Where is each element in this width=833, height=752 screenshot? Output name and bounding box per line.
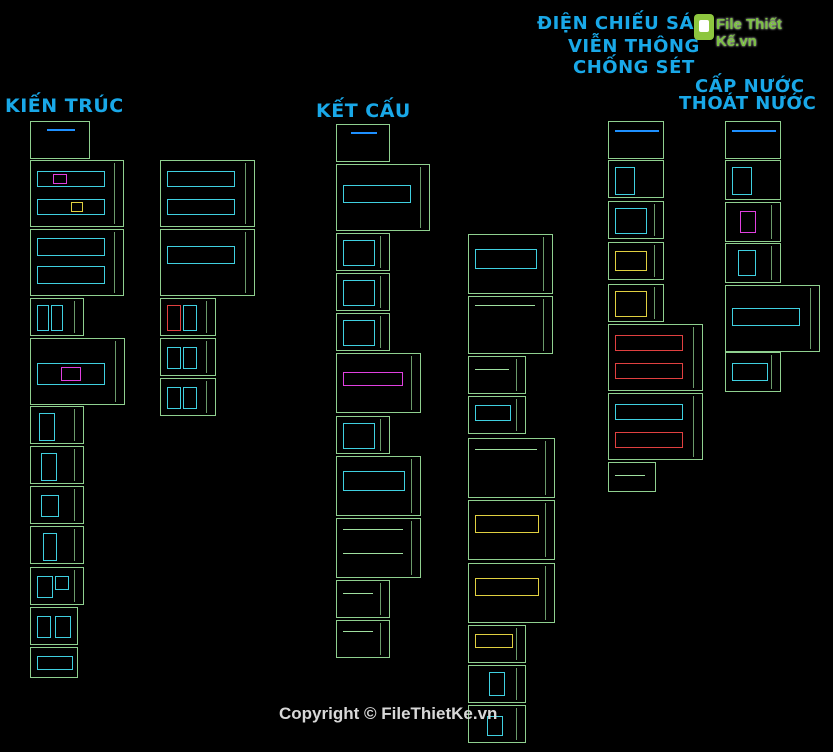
title-dien-line1: ĐIỆN CHIẾU SÁ	[537, 13, 694, 34]
drawing-sheet[interactable]	[608, 462, 656, 492]
drawing-sheet[interactable]	[468, 500, 555, 560]
drawing-sheet-cover[interactable]	[725, 121, 781, 159]
drawing-sheet[interactable]	[725, 285, 820, 352]
drawing-sheet[interactable]	[30, 526, 84, 564]
drawing-sheet[interactable]	[30, 647, 78, 678]
drawing-sheet[interactable]	[30, 446, 84, 484]
drawing-sheet-cover[interactable]	[30, 121, 90, 159]
title-dien-line3: CHỐNG SÉT	[573, 57, 695, 78]
drawing-sheet[interactable]	[608, 160, 664, 198]
drawing-sheet[interactable]	[468, 356, 526, 394]
drawing-sheet[interactable]	[608, 324, 703, 391]
drawing-sheet[interactable]	[608, 242, 664, 280]
drawing-sheet[interactable]	[336, 456, 421, 516]
drawing-sheet[interactable]	[336, 518, 421, 578]
drawing-sheet[interactable]	[336, 353, 421, 413]
drawing-sheet[interactable]	[725, 243, 781, 283]
drawing-sheet[interactable]	[160, 229, 255, 296]
title-nuoc-line1: CẤP NƯỚC	[695, 76, 805, 97]
drawing-sheet[interactable]	[336, 164, 430, 231]
file-icon	[694, 14, 714, 40]
drawing-sheet[interactable]	[468, 563, 555, 623]
drawing-sheet-cover[interactable]	[608, 121, 664, 159]
drawing-sheet[interactable]	[725, 352, 781, 392]
drawing-sheet[interactable]	[30, 486, 84, 524]
drawing-sheet[interactable]	[468, 705, 526, 743]
title-dien-line2: VIỄN THÔNG	[568, 36, 700, 57]
drawing-sheet[interactable]	[468, 625, 526, 663]
drawing-sheet[interactable]	[30, 607, 78, 645]
drawing-sheet[interactable]	[608, 201, 664, 239]
drawing-sheet[interactable]	[725, 202, 781, 242]
drawing-sheet[interactable]	[336, 273, 390, 311]
drawing-sheet[interactable]	[160, 338, 216, 376]
drawing-sheet[interactable]	[30, 567, 84, 605]
title-kien-truc: KIẾN TRÚC	[5, 95, 124, 117]
drawing-sheet[interactable]	[30, 338, 125, 405]
drawing-sheet[interactable]	[725, 160, 781, 200]
drawing-sheet[interactable]	[468, 438, 555, 498]
drawing-sheet[interactable]	[468, 396, 526, 434]
logo-text: File Thiết Kế.vn	[716, 16, 782, 50]
drawing-sheet[interactable]	[160, 298, 216, 336]
drawing-sheet-cover[interactable]	[336, 124, 390, 162]
drawing-sheet[interactable]	[336, 416, 390, 454]
copyright-text: Copyright © FileThietKe.vn	[279, 704, 498, 723]
drawing-sheet[interactable]	[468, 296, 553, 354]
drawing-sheet[interactable]	[30, 406, 84, 444]
drawing-sheet[interactable]	[336, 620, 390, 658]
drawing-sheet[interactable]	[468, 665, 526, 703]
drawing-sheet[interactable]	[336, 580, 390, 618]
drawing-sheet[interactable]	[30, 298, 84, 336]
title-nuoc-line2: THOÁT NƯỚC	[679, 93, 817, 114]
drawing-sheet[interactable]	[30, 160, 124, 227]
drawing-sheet[interactable]	[336, 233, 390, 271]
drawing-sheet[interactable]	[336, 313, 390, 351]
drawing-sheet[interactable]	[160, 378, 216, 416]
title-ket-cau: KẾT CẤU	[316, 100, 411, 122]
drawing-sheet[interactable]	[30, 229, 124, 296]
drawing-sheet[interactable]	[608, 393, 703, 460]
drawing-sheet[interactable]	[468, 234, 553, 294]
drawing-sheet[interactable]	[160, 160, 255, 227]
drawing-sheet[interactable]	[608, 284, 664, 322]
filethietke-logo: File Thiết Kế.vn	[694, 14, 806, 50]
